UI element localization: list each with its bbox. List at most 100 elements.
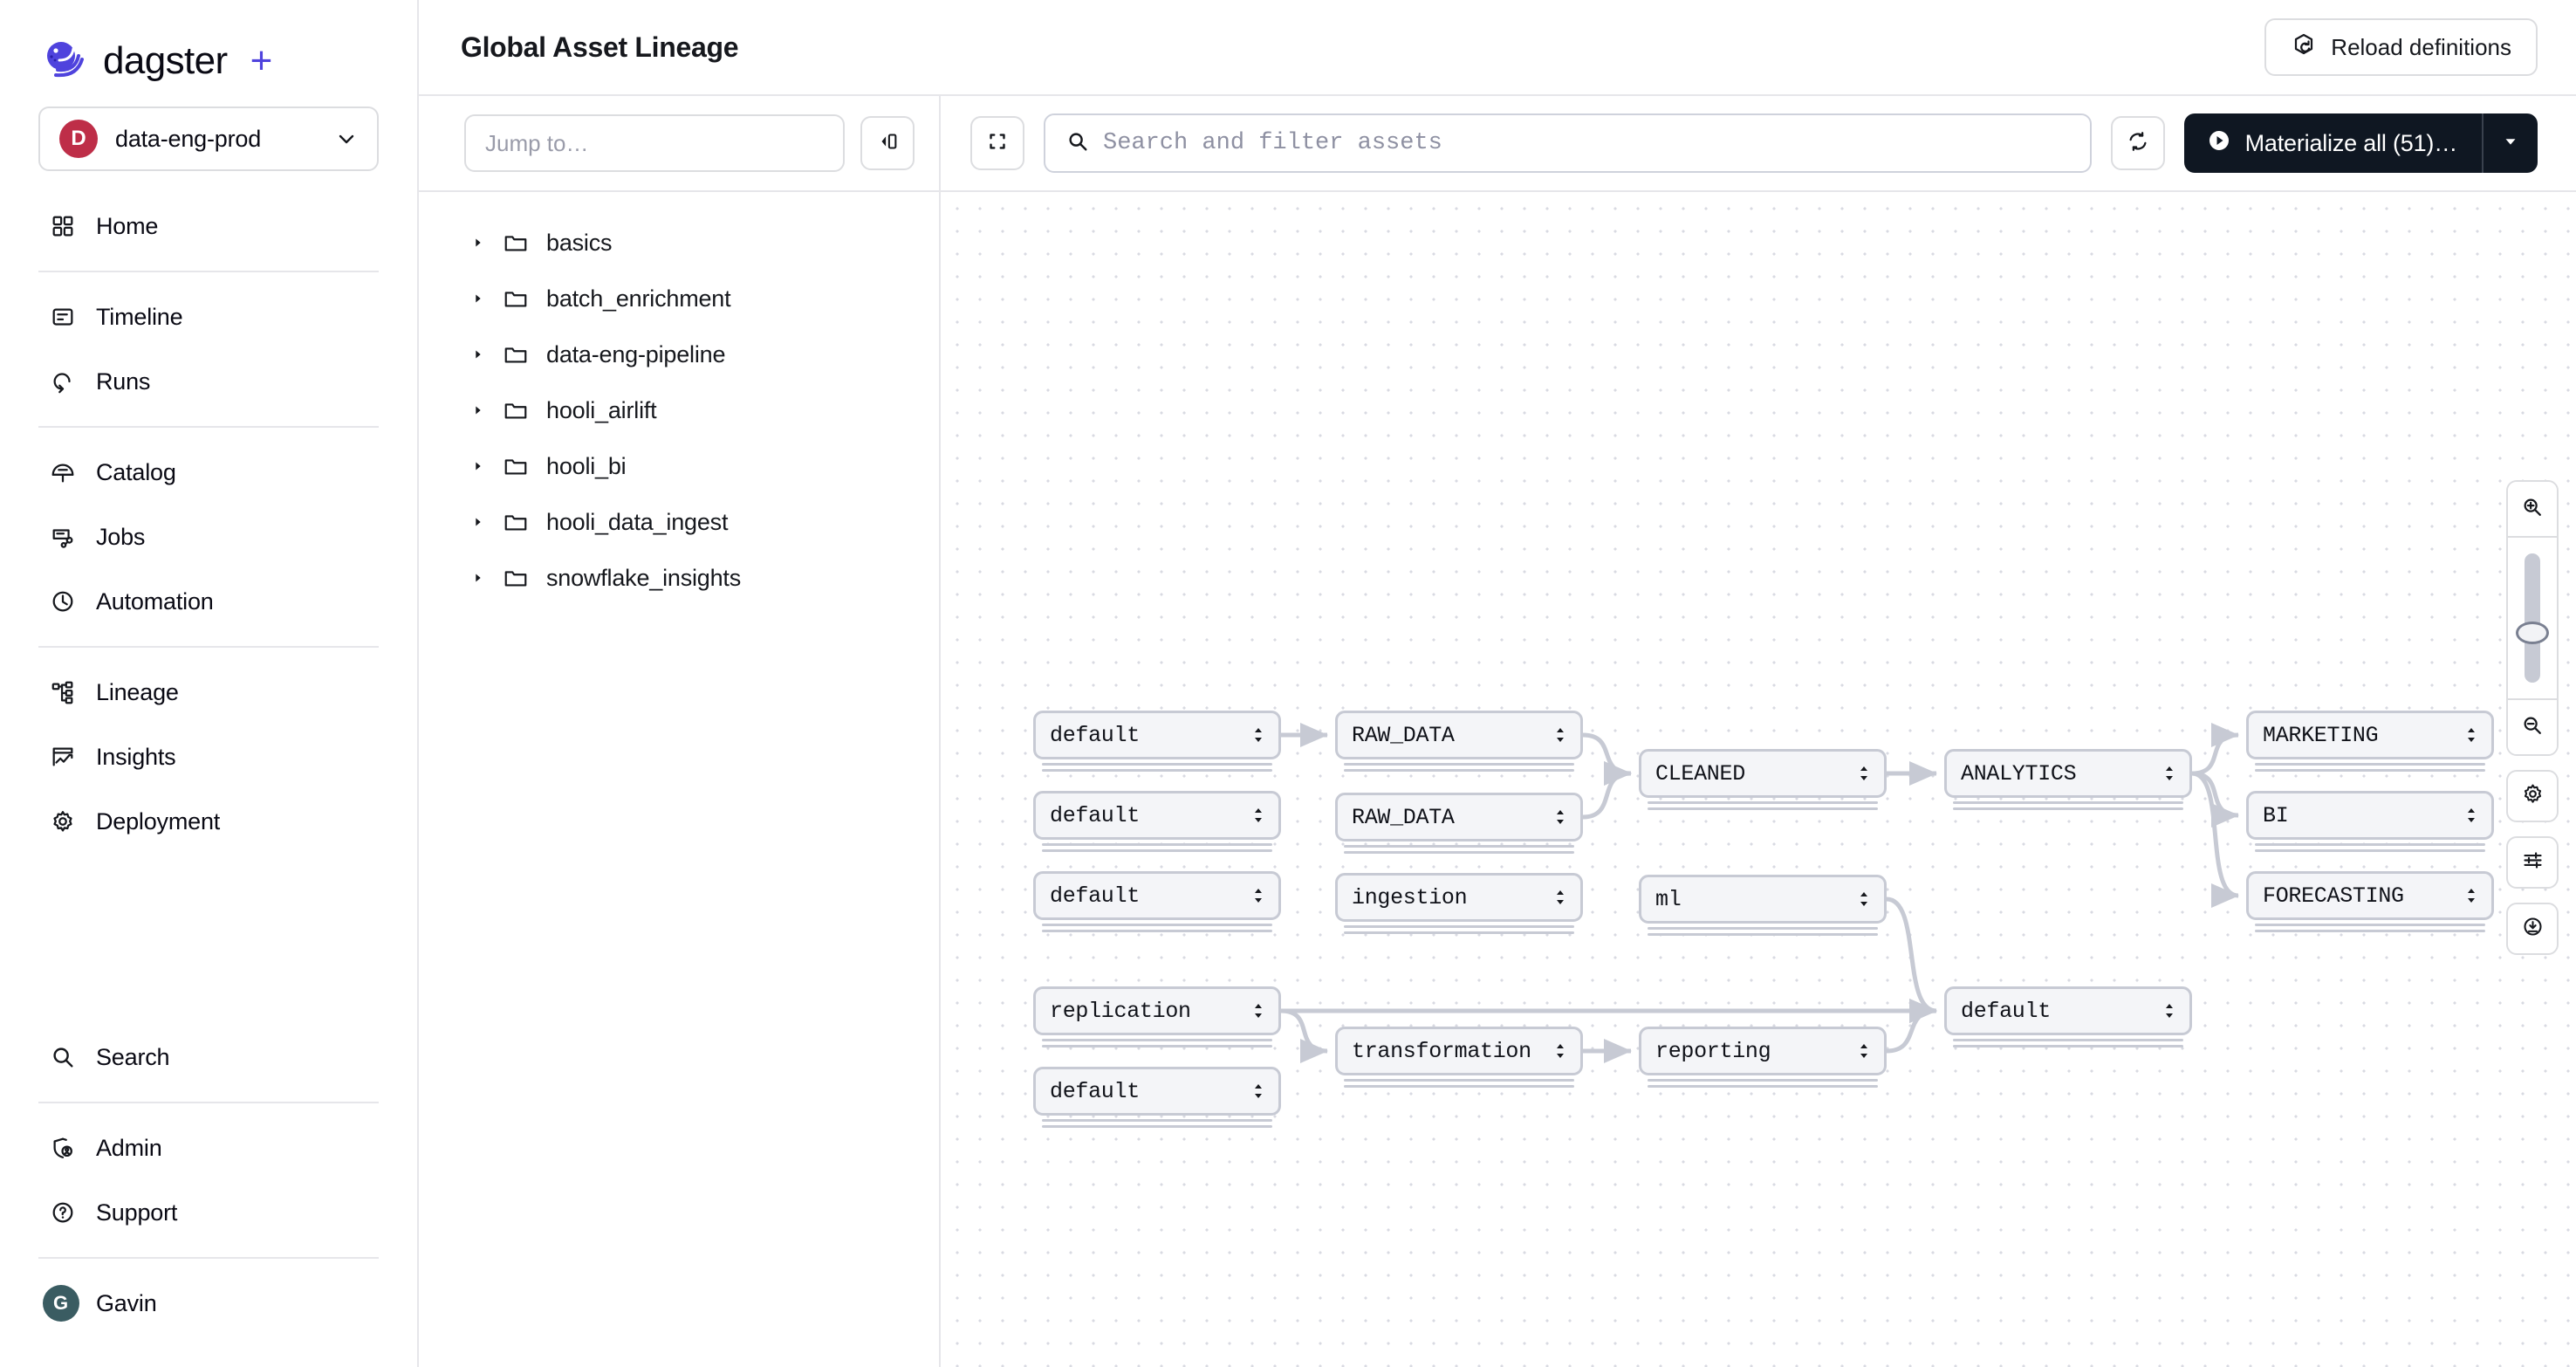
caret-right-icon[interactable]	[469, 235, 487, 251]
asset-node-label: default	[1961, 998, 2051, 1024]
asset-node[interactable]: CLEANED	[1639, 749, 1887, 798]
asset-node[interactable]: ml	[1639, 875, 1887, 924]
materialize-all-main[interactable]: Materialize all (51)…	[2184, 113, 2482, 173]
caret-right-icon[interactable]	[469, 514, 487, 530]
asset-node[interactable]: replication	[1033, 986, 1281, 1035]
sort-chevron-icon	[1250, 886, 1266, 905]
folder-icon	[503, 564, 531, 592]
asset-node-label: MARKETING	[2263, 722, 2379, 748]
sidebar-item-admin[interactable]: Admin	[0, 1116, 417, 1180]
reload-definitions-button[interactable]: Reload definitions	[2264, 18, 2538, 76]
asset-node-stack	[1344, 1075, 1574, 1088]
folder-icon	[503, 340, 531, 368]
asset-node[interactable]: MARKETING	[2246, 711, 2494, 759]
tree-item-data-eng-pipeline[interactable]: data-eng-pipeline	[419, 326, 939, 382]
sidebar-item-label: Support	[96, 1199, 178, 1226]
asset-node[interactable]: transformation	[1335, 1027, 1583, 1075]
asset-search-box[interactable]	[1044, 113, 2092, 173]
sidebar-item-search[interactable]: Search	[0, 1025, 417, 1089]
asset-node-stack	[1042, 840, 1272, 852]
sidebar-item-label: Home	[96, 212, 159, 239]
asset-node-label: ANALYTICS	[1961, 760, 2077, 787]
tree-item-hooli-data-ingest[interactable]: hooli_data_ingest	[419, 494, 939, 550]
sidebar-item-label: Automation	[96, 587, 214, 615]
collapse-left-panel-button[interactable]	[860, 116, 915, 170]
sidebar-item-support[interactable]: Support	[0, 1180, 417, 1245]
asset-node-label: BI	[2263, 802, 2289, 828]
tree-item-hooli-bi[interactable]: hooli_bi	[419, 438, 939, 494]
search-input[interactable]	[1103, 130, 2069, 156]
asset-node[interactable]: RAW_DATA	[1335, 793, 1583, 841]
asset-node[interactable]: default	[1944, 986, 2192, 1035]
asset-node-label: reporting	[1655, 1038, 1771, 1064]
asset-node[interactable]: RAW_DATA	[1335, 711, 1583, 759]
materialize-all-button[interactable]: Materialize all (51)…	[2183, 113, 2538, 173]
asset-node[interactable]: default	[1033, 791, 1281, 840]
insights-chart-icon	[49, 743, 77, 771]
sidebar-item-catalog[interactable]: Catalog	[0, 440, 417, 505]
tree-item-basics[interactable]: basics	[419, 215, 939, 271]
asset-node[interactable]: ANALYTICS	[1944, 749, 2192, 798]
lineage-edge	[1280, 1008, 1329, 1063]
download-circle-icon	[2521, 915, 2545, 943]
folder-icon	[503, 508, 531, 536]
tree-item-label: hooli_airlift	[546, 396, 657, 423]
lineage-toolbar: Materialize all (51)…	[419, 95, 2576, 192]
caret-right-icon[interactable]	[469, 291, 487, 306]
fit-to-screen-button[interactable]	[970, 116, 1024, 170]
asset-node[interactable]: ingestion	[1335, 873, 1583, 922]
zoom-slider[interactable]	[2508, 536, 2557, 700]
asset-node[interactable]: default	[1033, 1067, 1281, 1116]
sort-chevron-icon	[1856, 1041, 1872, 1061]
brand-logo[interactable]: dagster +	[0, 0, 417, 87]
tree-item-snowflake-insights[interactable]: snowflake_insights	[419, 550, 939, 606]
user-menu[interactable]: G Gavin	[0, 1271, 417, 1336]
asset-node-label: CLEANED	[1655, 760, 1745, 787]
jump-to-input[interactable]	[464, 114, 845, 172]
sidebar-bottom: Search Admin	[0, 1025, 417, 1336]
sidebar-item-automation[interactable]: Automation	[0, 569, 417, 634]
caret-right-icon[interactable]	[469, 402, 487, 418]
sidebar-item-home[interactable]: Home	[0, 194, 417, 258]
sort-chevron-icon	[2463, 806, 2479, 825]
sort-chevron-icon	[2463, 725, 2479, 745]
sidebar-item-runs[interactable]: Runs	[0, 349, 417, 414]
sidebar-item-jobs[interactable]: Jobs	[0, 505, 417, 569]
lineage-body: basics batch_enrichment data-eng-pipelin…	[419, 192, 2576, 1367]
caret-right-icon[interactable]	[469, 347, 487, 362]
materialize-dropdown-button[interactable]	[2484, 113, 2538, 173]
sidebar-item-timeline[interactable]: Timeline	[0, 285, 417, 349]
caret-right-icon[interactable]	[469, 458, 487, 474]
asset-node-stack	[1953, 798, 2183, 810]
sidebar-item-insights[interactable]: Insights	[0, 725, 417, 789]
zoom-in-button[interactable]	[2508, 482, 2557, 536]
sidebar-item-deployment[interactable]: Deployment	[0, 789, 417, 854]
tree-item-hooli-airlift[interactable]: hooli_airlift	[419, 382, 939, 438]
sidebar-item-label: Admin	[96, 1134, 162, 1161]
page-header: Global Asset Lineage Reload definitions	[419, 0, 2576, 96]
gear-icon	[2521, 782, 2545, 810]
tree-item-batch-enrichment[interactable]: batch_enrichment	[419, 271, 939, 326]
caret-right-icon[interactable]	[469, 570, 487, 586]
sort-chevron-icon	[1250, 1082, 1266, 1101]
graph-settings-button[interactable]	[2506, 770, 2559, 822]
asset-node[interactable]: BI	[2246, 791, 2494, 840]
zoom-slider-handle[interactable]	[2516, 622, 2549, 645]
collapse-left-panel-icon	[875, 129, 900, 158]
sort-chevron-icon	[1856, 764, 1872, 783]
sidebar-item-lineage[interactable]: Lineage	[0, 660, 417, 725]
asset-node[interactable]: default	[1033, 711, 1281, 759]
deployment-selector[interactable]: D data-eng-prod	[38, 106, 379, 171]
sidebar-item-label: Search	[96, 1043, 170, 1070]
asset-node[interactable]: default	[1033, 871, 1281, 920]
question-circle-icon	[49, 1199, 77, 1226]
graph-filters-button[interactable]	[2506, 836, 2559, 889]
download-graph-button[interactable]	[2506, 903, 2559, 955]
asset-node[interactable]: FORECASTING	[2246, 871, 2494, 920]
zoom-out-button[interactable]	[2508, 700, 2557, 754]
refresh-button[interactable]	[2110, 116, 2165, 170]
timeline-icon	[49, 303, 77, 331]
asset-node[interactable]: reporting	[1639, 1027, 1887, 1075]
